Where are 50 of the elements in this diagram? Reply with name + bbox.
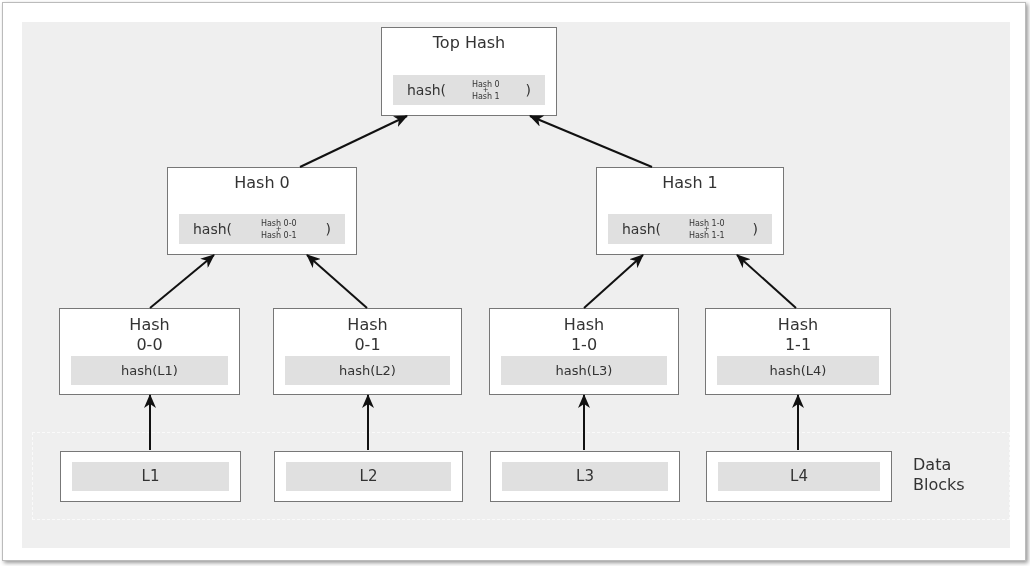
node-title: Hash 0-1	[346, 315, 389, 355]
hash-node-box	[381, 27, 557, 116]
arrow	[529, 115, 653, 168]
arrow	[299, 115, 408, 168]
hash-node-box	[274, 451, 463, 502]
arrow	[149, 254, 215, 309]
formula-operand: Hash 0-0	[260, 218, 297, 228]
group-label: Data Blocks	[913, 455, 966, 495]
hash-node-box	[59, 308, 240, 395]
arrow	[362, 394, 374, 451]
hash-node-box	[705, 308, 891, 395]
hash-node-box	[273, 308, 462, 395]
node-title: Top Hash	[431, 33, 507, 53]
arrow	[144, 394, 156, 451]
formula-text: )	[325, 219, 331, 239]
hash-node-box	[706, 451, 892, 502]
data-block-label: L4	[790, 466, 808, 488]
data-block-label: L2	[359, 466, 378, 488]
node-title: Hash 1-1	[776, 315, 820, 355]
node-title: Hash 1	[661, 173, 719, 193]
node-title: Hash 0	[233, 173, 291, 193]
dashed-group-region	[32, 432, 1010, 520]
node-title: Hash 0-0	[128, 315, 171, 355]
formula-operand: Hash 1	[471, 91, 500, 101]
formula-operand: Hash 1-0	[688, 218, 725, 228]
hash-node-box	[489, 308, 679, 395]
arrow	[578, 394, 590, 451]
formula-text: hash(	[193, 219, 233, 239]
arrow	[583, 254, 644, 309]
data-block-label: L1	[141, 466, 160, 488]
hash-node-box	[167, 167, 357, 255]
arrow	[306, 254, 368, 309]
data-block-label: L3	[576, 466, 594, 488]
formula-text: hash(L4)	[769, 361, 827, 380]
arrow	[792, 394, 804, 451]
formula-text: )	[752, 219, 758, 239]
formula-text: hash(	[622, 219, 662, 239]
hash-node-box	[596, 167, 784, 255]
arrow	[736, 254, 797, 309]
formula-text: hash(L2)	[339, 361, 396, 380]
formula-text: )	[525, 80, 531, 100]
formula-operand: Hash 0	[471, 79, 500, 89]
formula-text: hash(L1)	[121, 361, 178, 380]
hash-node-box	[490, 451, 680, 502]
formula-text: hash(L3)	[555, 361, 613, 380]
formula-text: hash(	[407, 80, 447, 100]
node-title: Hash 1-0	[562, 315, 606, 355]
formula-operand: Hash 0-1	[260, 230, 297, 240]
hash-node-box	[60, 451, 241, 502]
formula-operand: Hash 1-1	[688, 230, 725, 240]
